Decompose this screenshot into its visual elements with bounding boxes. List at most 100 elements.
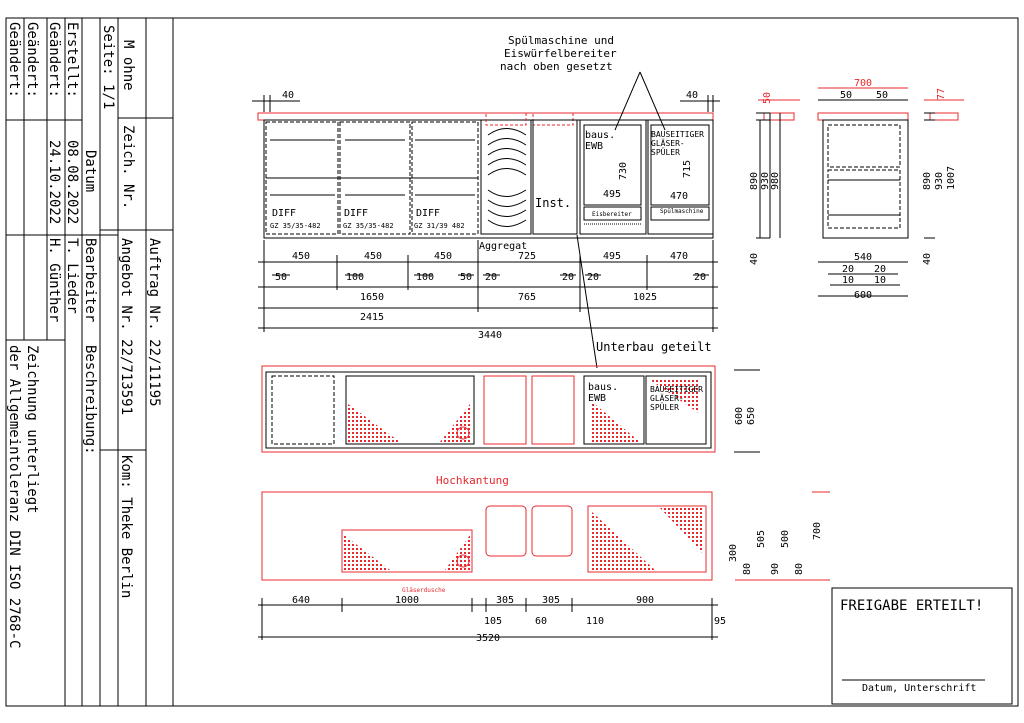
dim-730: 730 bbox=[618, 162, 629, 180]
ewb-label: EWB bbox=[585, 141, 603, 152]
dim-450-3: 450 bbox=[434, 251, 452, 262]
wt-305a: 305 bbox=[496, 595, 514, 606]
beschreibung-label: Beschreibung: bbox=[82, 345, 98, 455]
dim-20-d: 20 bbox=[694, 272, 706, 283]
dim-725: 725 bbox=[518, 251, 536, 262]
eisbereiter-label: Eisbereiter bbox=[592, 211, 632, 218]
dim-450-1: 450 bbox=[292, 251, 310, 262]
geaendert-label-3: Geändert: bbox=[6, 22, 22, 98]
toleranz-line-1: Zeichnung unterliegt bbox=[24, 345, 40, 514]
wt-640: 640 bbox=[292, 595, 310, 606]
aggregat-label: Aggregat bbox=[479, 241, 527, 252]
dim-2415: 2415 bbox=[360, 312, 384, 323]
s1-890: 890 bbox=[749, 172, 760, 190]
approval-box: FREIGABE ERTEILT! Datum, Unterschrift bbox=[831, 587, 1013, 705]
auftrag-label: Auftrag Nr. 22/11195 bbox=[146, 238, 162, 407]
s2-600: 600 bbox=[854, 290, 872, 301]
diff-label-3: DIFF bbox=[416, 208, 440, 219]
dim-20-b: 20 bbox=[562, 272, 574, 283]
top-dim-600: 600 bbox=[734, 407, 745, 425]
wt-105: 105 bbox=[484, 616, 502, 627]
hochkantung-label: Hochkantung bbox=[436, 474, 509, 487]
spueler-label: SPÜLER bbox=[651, 147, 680, 157]
wt-60: 60 bbox=[535, 616, 547, 627]
s2-50b: 50 bbox=[876, 90, 888, 101]
s3-77: 77 bbox=[936, 88, 947, 100]
dim-495: 495 bbox=[603, 251, 621, 262]
dim-20-c: 20 bbox=[587, 272, 599, 283]
dim-765: 765 bbox=[518, 292, 536, 303]
s2-10a: 10 bbox=[842, 275, 854, 286]
unterbau-label: Unterbau geteilt bbox=[596, 340, 712, 354]
top-spueler-label: SPÜLER bbox=[650, 402, 679, 412]
wt-3520: 3520 bbox=[476, 633, 500, 644]
s1-40: 40 bbox=[749, 253, 760, 265]
top-baus-label: baus. bbox=[588, 382, 618, 393]
spuel-note-3: nach oben gesetzt bbox=[500, 60, 613, 73]
wt-side-500: 500 bbox=[780, 530, 791, 548]
top-view bbox=[261, 365, 760, 453]
top-dim-650: 650 bbox=[746, 407, 757, 425]
spuelmaschine-label: Spülmaschine bbox=[660, 208, 704, 215]
s3-40: 40 bbox=[922, 253, 933, 265]
side-view-middle bbox=[817, 87, 909, 297]
dim-495-inner: 495 bbox=[603, 189, 621, 200]
s2-50a: 50 bbox=[840, 90, 852, 101]
dim-20-a: 20 bbox=[485, 272, 497, 283]
dim-1650: 1650 bbox=[360, 292, 384, 303]
wt-95: 95 bbox=[714, 616, 726, 627]
front-top-dims bbox=[252, 95, 720, 112]
front-view bbox=[257, 112, 714, 239]
unit-label-2: GZ 35/35-482 bbox=[343, 222, 394, 230]
zeich-nr-label: Zeich. Nr. bbox=[120, 125, 136, 209]
top-bauseitiger-label: BAUSEITIGER bbox=[650, 385, 703, 394]
dim-50-b: 50 bbox=[460, 272, 472, 283]
dim-3440: 3440 bbox=[478, 330, 502, 341]
glaeser-label: GLÄSER- bbox=[651, 138, 685, 148]
dim-715: 715 bbox=[682, 160, 693, 178]
dim-100-b: 100 bbox=[416, 272, 434, 283]
wt-110: 110 bbox=[586, 616, 604, 627]
approval-signature: Datum, Unterschrift bbox=[862, 683, 976, 694]
front-dim-chains bbox=[258, 240, 718, 332]
dim-top-left: 40 bbox=[282, 90, 294, 101]
unit-label-3: GZ 31/39 482 bbox=[414, 222, 465, 230]
side-view-right bbox=[924, 99, 964, 239]
wt-305b: 305 bbox=[542, 595, 560, 606]
top-ewb-label: EWB bbox=[588, 393, 606, 404]
s3-930: 930 bbox=[934, 172, 945, 190]
dim-100-a: 100 bbox=[346, 272, 364, 283]
approval-title: FREIGABE ERTEILT! bbox=[840, 598, 983, 614]
bauseitiger-label: BAUSEITIGER bbox=[651, 130, 704, 139]
dim-470-inner: 470 bbox=[670, 191, 688, 202]
s2-20b: 20 bbox=[874, 264, 886, 275]
s1-980: 980 bbox=[770, 172, 781, 190]
geaendert-bearbeiter: H. Günther bbox=[46, 238, 62, 322]
dim-450-2: 450 bbox=[364, 251, 382, 262]
dim-470: 470 bbox=[670, 251, 688, 262]
m-ohne-label: M ohne bbox=[120, 40, 136, 91]
wt-side-80b: 80 bbox=[794, 563, 805, 575]
erstellt-label: Erstellt: bbox=[64, 22, 80, 98]
bearbeiter-label: Bearbeiter bbox=[82, 238, 98, 322]
wt-side-700: 700 bbox=[812, 522, 823, 540]
toleranz-line-2: der Allgemeintoleranz DIN ISO 2768-C bbox=[6, 345, 22, 648]
wt-900: 900 bbox=[636, 595, 654, 606]
dim-1025: 1025 bbox=[633, 292, 657, 303]
wt-side-505: 505 bbox=[756, 530, 767, 548]
dim-top-right: 40 bbox=[686, 90, 698, 101]
unit-label-1: GZ 35/35-482 bbox=[270, 222, 321, 230]
spuel-note-1: Spülmaschine und bbox=[508, 34, 614, 47]
wt-side-80a: 80 bbox=[742, 563, 753, 575]
worktop-view bbox=[261, 491, 830, 581]
diff-label-1: DIFF bbox=[272, 208, 296, 219]
s3-1007: 1007 bbox=[946, 166, 957, 190]
erstellt-datum: 08.08.2022 bbox=[64, 140, 80, 224]
geaendert-label-1: Geändert: bbox=[46, 22, 62, 98]
wt-side-90: 90 bbox=[770, 563, 781, 575]
geaendert-label-2: Geändert: bbox=[24, 22, 40, 98]
wt-1000: 1000 bbox=[395, 595, 419, 606]
worktop-dim-lines bbox=[258, 598, 718, 640]
spuel-note-2: Eiswürfelbereiter bbox=[504, 47, 617, 60]
